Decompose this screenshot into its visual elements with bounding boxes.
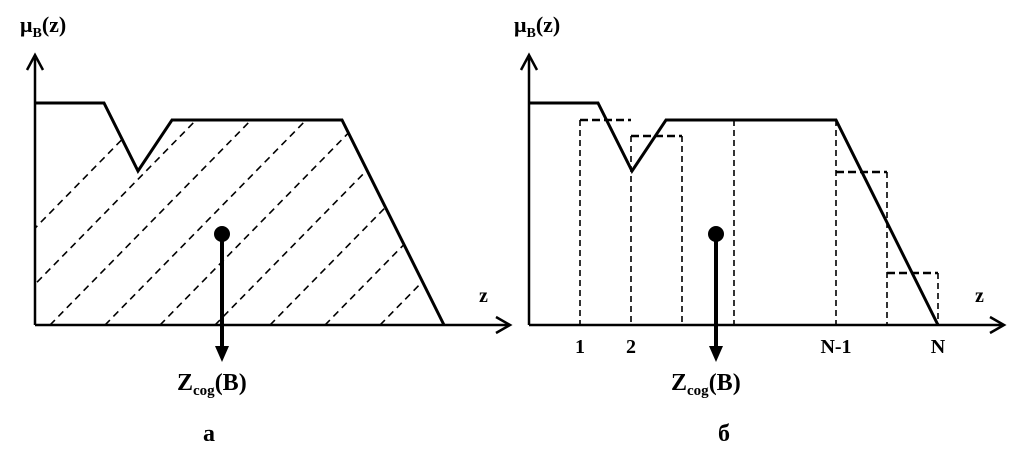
right-y-label: μB(z) [514, 12, 560, 41]
left-membership-curve [35, 101, 446, 326]
left-hatching [35, 103, 444, 325]
left-cog-arrowhead [215, 346, 229, 362]
right-discretization-lines [579, 120, 939, 325]
left-y-label: μB(z) [20, 12, 66, 41]
right-tick-1: 1 [575, 336, 585, 358]
right-cog-arrowhead [709, 346, 723, 362]
right-tick-n: N [931, 336, 946, 358]
left-caption: а [203, 421, 215, 447]
right-step-levels [580, 118, 938, 275]
left-cog-label: Zcog(B) [177, 370, 247, 399]
left-x-axis-arrow [495, 315, 513, 335]
right-panel: μB(z) z 1 2 N-1 N Zcog(B) б [514, 12, 1007, 447]
left-panel: μB(z) z Zcog(B) а [20, 12, 513, 447]
left-y-axis-arrow [25, 52, 45, 71]
right-caption: б [718, 421, 730, 447]
right-x-label: z [975, 285, 984, 307]
right-y-axis-arrow [519, 52, 539, 71]
right-tick-2: 2 [626, 336, 636, 358]
right-x-axis-arrow [989, 315, 1007, 335]
right-tick-n-minus-1: N-1 [820, 336, 851, 358]
left-x-label: z [479, 285, 488, 307]
right-cog-label: Zcog(B) [671, 370, 741, 399]
right-membership-curve [529, 101, 940, 326]
